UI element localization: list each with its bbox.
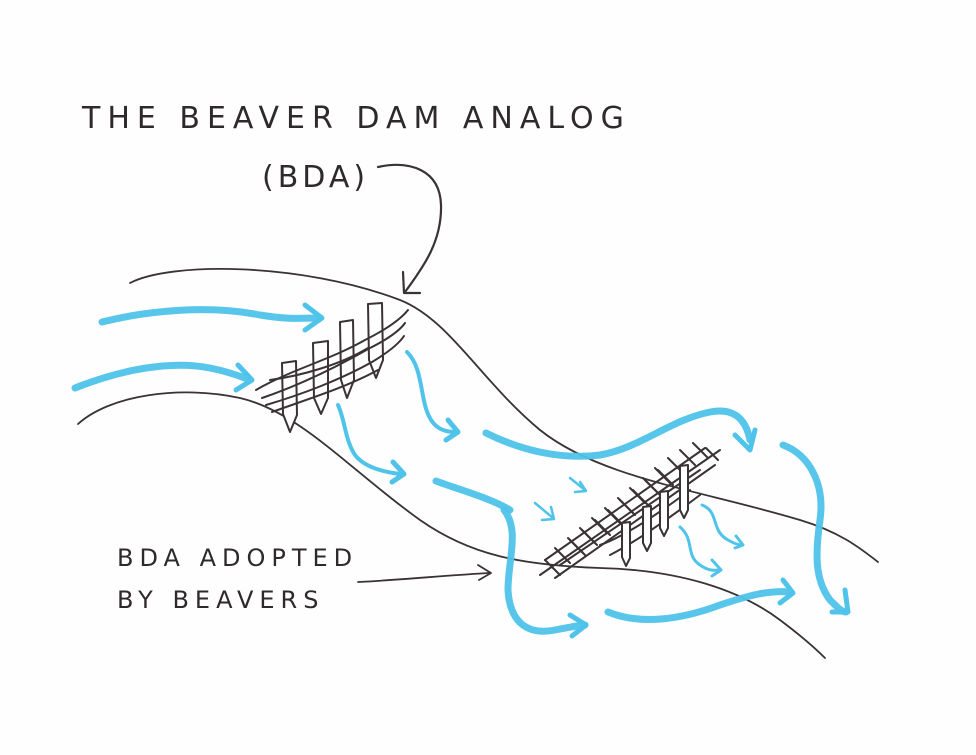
bda-post-1 xyxy=(281,360,298,433)
diagram-title: THE BEAVER DAM ANALOG xyxy=(81,101,631,136)
annotation-pointer-arrow xyxy=(357,564,492,583)
bda-post-5 xyxy=(621,521,631,567)
bda-post-4 xyxy=(367,302,384,379)
lower-bank xyxy=(77,391,826,659)
annotation-line-2: BY BEAVERS xyxy=(117,586,324,614)
annotation-line-1: BDA ADOPTED xyxy=(117,544,358,572)
bda-post-8 xyxy=(679,464,689,519)
bda-post-6 xyxy=(642,505,652,552)
upper-bank xyxy=(129,268,879,563)
seepage-flow-arrows xyxy=(533,476,745,578)
stream-banks xyxy=(77,268,879,659)
bda-post-7 xyxy=(659,490,669,537)
beaver-adopted-bda-structure xyxy=(539,442,721,579)
bda-abbreviation-label: (BDA) xyxy=(262,160,369,195)
diversion-flow-arrows xyxy=(482,407,851,639)
bda-pointer-arrow xyxy=(376,163,443,295)
upstream-flow-arrows xyxy=(71,302,325,393)
bda-structure xyxy=(255,302,409,433)
